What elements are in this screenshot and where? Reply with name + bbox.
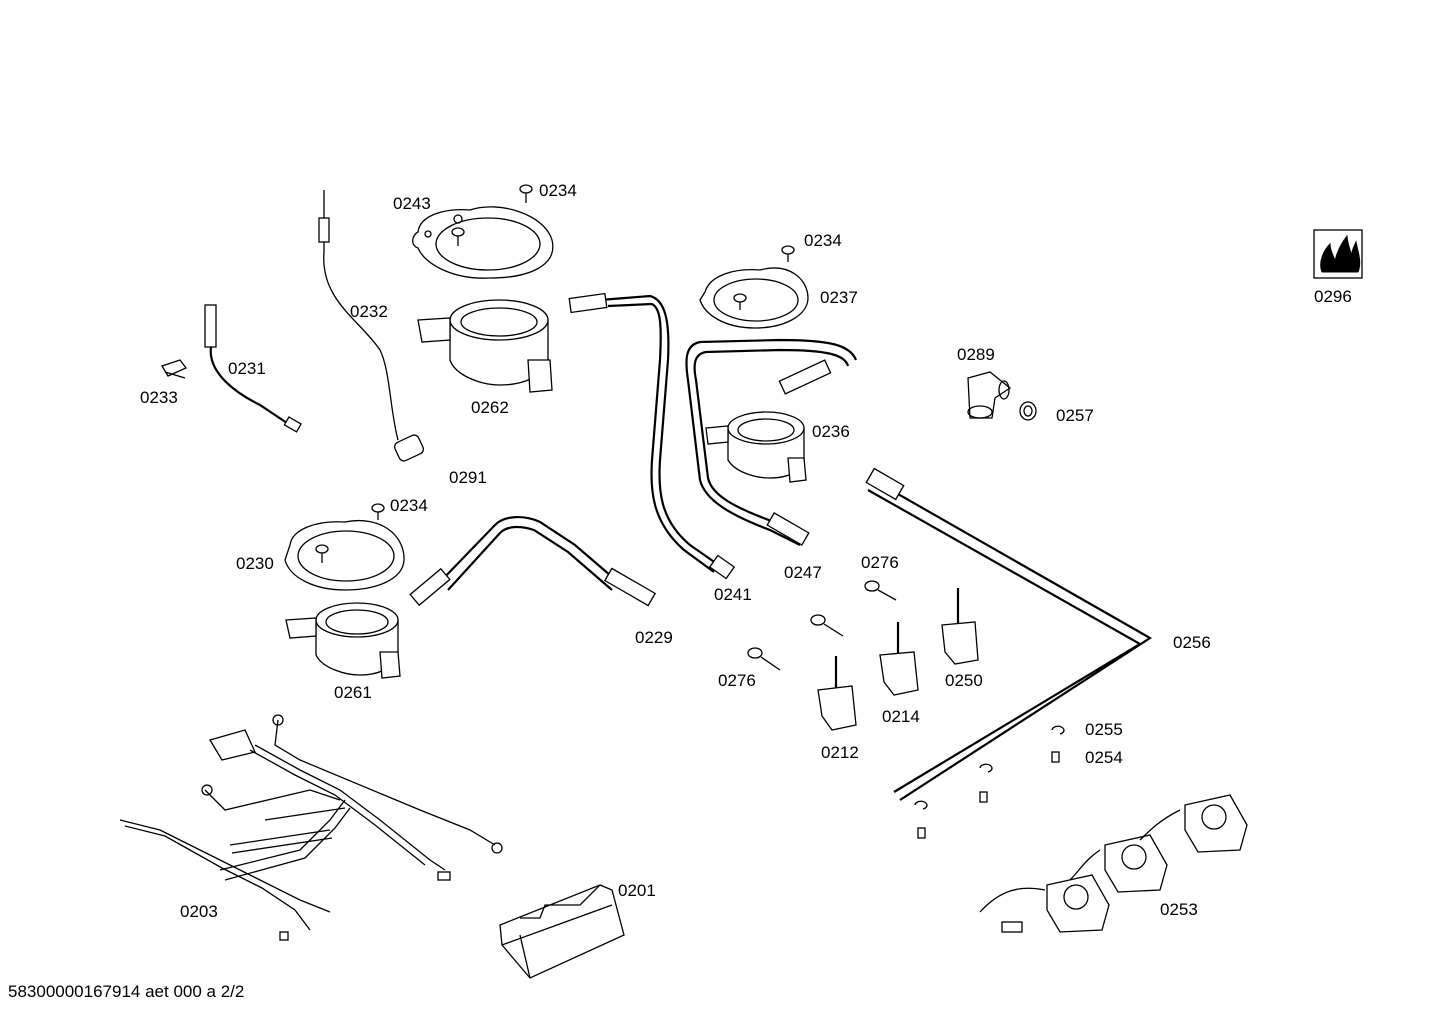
label-0232: 0232 <box>350 302 388 321</box>
label-0237: 0237 <box>820 288 858 307</box>
gas-valve-0212 <box>817 656 857 731</box>
label-0243: 0243 <box>393 194 431 213</box>
label-0250: 0250 <box>945 671 983 690</box>
screw-0234-mid <box>733 245 795 310</box>
gasket-0230 <box>284 520 405 591</box>
burner-cup-0261 <box>285 602 401 679</box>
label-0214: 0214 <box>882 707 920 726</box>
elbow-fitting-0289 <box>967 371 1012 419</box>
label-0233: 0233 <box>140 388 178 407</box>
screw-0276-lower <box>747 647 781 671</box>
burner-cup-0236 <box>705 411 807 483</box>
gas-valve-0214 <box>879 622 919 696</box>
gas-pipe-0229 <box>409 516 657 607</box>
screw-0234-top <box>451 184 533 246</box>
ignition-electrode-0231 <box>204 304 302 433</box>
gasket-0237 <box>699 267 809 329</box>
flame-logo-icon <box>1313 229 1363 279</box>
document-id-footer: 58300000167914 aet 000 a 2/2 <box>8 982 245 1001</box>
screw-0276-upper <box>810 580 897 637</box>
clip-0233 <box>161 359 188 379</box>
gas-pipe-0247 <box>685 338 858 546</box>
label-0296: 0296 <box>1314 287 1352 306</box>
gas-valve-0250 <box>941 588 979 665</box>
label-0229: 0229 <box>635 628 673 647</box>
label-0234-mid: 0234 <box>804 231 842 250</box>
label-0262: 0262 <box>471 398 509 417</box>
label-0234-top: 0234 <box>539 181 577 200</box>
label-0256: 0256 <box>1173 633 1211 652</box>
label-0257: 0257 <box>1056 406 1094 425</box>
wiring-harness-0203 <box>119 714 503 941</box>
label-0247: 0247 <box>784 563 822 582</box>
label-0261: 0261 <box>334 683 372 702</box>
label-0201: 0201 <box>618 881 656 900</box>
label-0231: 0231 <box>228 359 266 378</box>
clips-springs-0254-0255 <box>914 725 1065 839</box>
label-0253: 0253 <box>1160 900 1198 919</box>
gas-pipe-0241 <box>568 292 736 580</box>
label-0276-lower: 0276 <box>718 671 756 690</box>
ignition-switch-block-0253 <box>979 794 1248 933</box>
label-0254: 0254 <box>1085 748 1123 767</box>
gasket-0243 <box>412 206 554 279</box>
label-0230: 0230 <box>236 554 274 573</box>
seal-ring-0257 <box>1019 401 1037 421</box>
label-0289: 0289 <box>957 345 995 364</box>
screw-0234-low <box>315 503 385 563</box>
label-0203: 0203 <box>180 902 218 921</box>
label-0212: 0212 <box>821 743 859 762</box>
gas-tube-0256 <box>865 467 1153 801</box>
label-0234-low: 0234 <box>390 496 428 515</box>
burner-cup-0262 <box>417 299 553 393</box>
label-0291: 0291 <box>449 468 487 487</box>
label-0276-upper: 0276 <box>861 553 899 572</box>
label-0236: 0236 <box>812 422 850 441</box>
label-0255: 0255 <box>1085 720 1123 739</box>
control-module-0201 <box>499 884 625 979</box>
thermocouple-0232 <box>318 190 425 462</box>
label-0241: 0241 <box>714 585 752 604</box>
